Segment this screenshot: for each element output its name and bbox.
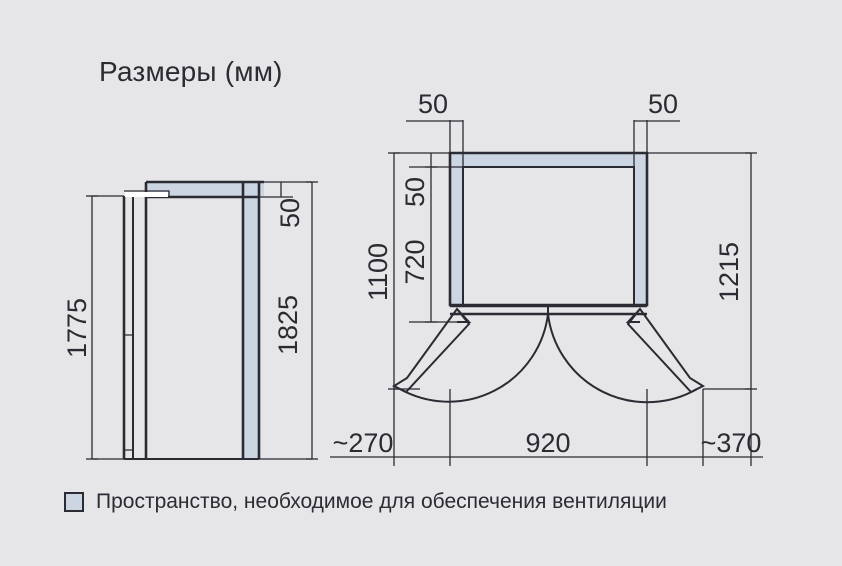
top-view-vent-rear — [450, 153, 645, 167]
side-view-body — [122, 182, 261, 459]
page-title: Размеры (мм) — [99, 56, 283, 87]
dim-label-1215: 1215 — [714, 242, 744, 302]
dim-label-1775: 1775 — [62, 298, 92, 358]
side-view-door-handle — [124, 334, 133, 451]
dim-label-cabinet-width: 920 — [525, 428, 570, 458]
top-view-outer-rect — [448, 151, 649, 307]
top-view-right-hinge — [625, 308, 641, 323]
top-view-left-hinge — [456, 308, 472, 323]
side-view-top-notch — [124, 190, 170, 197]
top-view-inner-rect — [462, 166, 635, 306]
legend: Пространство, необходимое для обеспечени… — [64, 490, 667, 514]
side-view-vent-top — [146, 182, 264, 197]
dim-label-top-right-50: 50 — [648, 89, 678, 119]
legend-label-ventilation: Пространство, необходимое для обеспечени… — [96, 490, 667, 513]
dim-label-top-left-50: 50 — [418, 89, 448, 119]
top-view-group: 50 50 50 720 1100 — [330, 89, 763, 466]
dim-label-left-door-width: ~270 — [333, 428, 394, 458]
side-view-group: 1775 50 1825 — [62, 180, 318, 460]
legend-swatch-ventilation — [64, 492, 84, 512]
dim-label-right-door-width: ~370 — [701, 428, 762, 458]
dim-label-1825: 1825 — [273, 295, 303, 355]
dim-label-1100: 1100 — [363, 243, 393, 301]
dim-label-side-50: 50 — [275, 198, 305, 228]
top-view-vent-right — [634, 153, 647, 305]
dim-label-720: 720 — [400, 239, 430, 284]
dim-label-rear-50: 50 — [400, 177, 430, 207]
side-view-notch-fill — [125, 192, 168, 197]
top-view-right-door-arc — [547, 313, 698, 404]
top-view-left-door-arc — [399, 313, 549, 403]
side-view-vent-right — [243, 182, 259, 459]
top-view-vent-left — [450, 153, 463, 305]
